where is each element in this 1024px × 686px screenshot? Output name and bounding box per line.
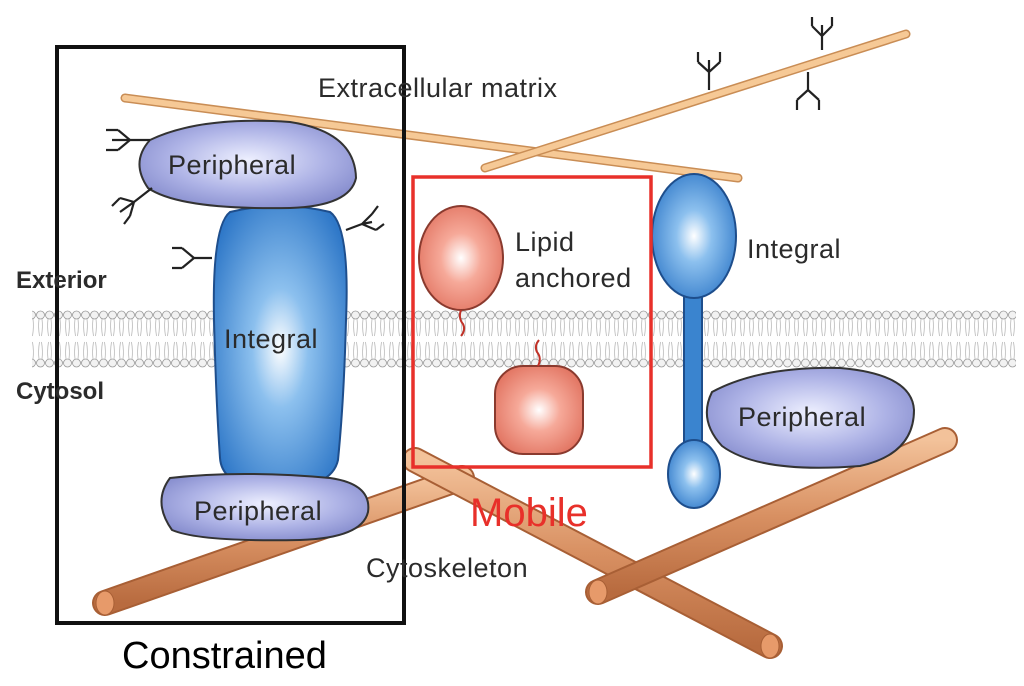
- lipid-anchor-tail-cytosol: [534, 339, 541, 367]
- lipid-anchored-protein-cytosol: [494, 365, 584, 455]
- label-lipid: Lipid: [515, 227, 575, 257]
- mobile-box: [411, 175, 653, 469]
- lipid-bilayer: [32, 310, 1016, 368]
- label-cytoskeleton: Cytoskeleton: [366, 553, 528, 583]
- label-peripheral-bottom-left: Peripheral: [194, 496, 322, 526]
- lipid-anchor-tail-exterior: [458, 309, 466, 337]
- lipid-anchored-protein-exterior: [418, 205, 504, 311]
- cytoskeleton-rods: [92, 427, 958, 659]
- label-mobile: Mobile: [470, 491, 588, 535]
- label-peripheral-top-left: Peripheral: [168, 150, 296, 180]
- constrained-box: [55, 45, 406, 625]
- peripheral-protein-right: [705, 366, 916, 469]
- label-integral-left: Integral: [224, 324, 318, 354]
- label-constrained: Constrained: [122, 635, 327, 677]
- label-extracellular-matrix: Extracellular matrix: [318, 73, 558, 103]
- matrix-glycans: [696, 17, 834, 110]
- label-exterior: Exterior: [16, 267, 107, 294]
- label-integral-right: Integral: [747, 234, 841, 264]
- peripheral-protein-top-left: [138, 119, 358, 210]
- peripheral-protein-bottom-left: [160, 473, 370, 542]
- label-peripheral-right: Peripheral: [738, 402, 866, 432]
- label-anchored: anchored: [515, 263, 632, 293]
- protein-glycans: [106, 128, 385, 270]
- extracellular-fibers: [120, 29, 911, 183]
- label-cytosol: Cytosol: [16, 378, 104, 405]
